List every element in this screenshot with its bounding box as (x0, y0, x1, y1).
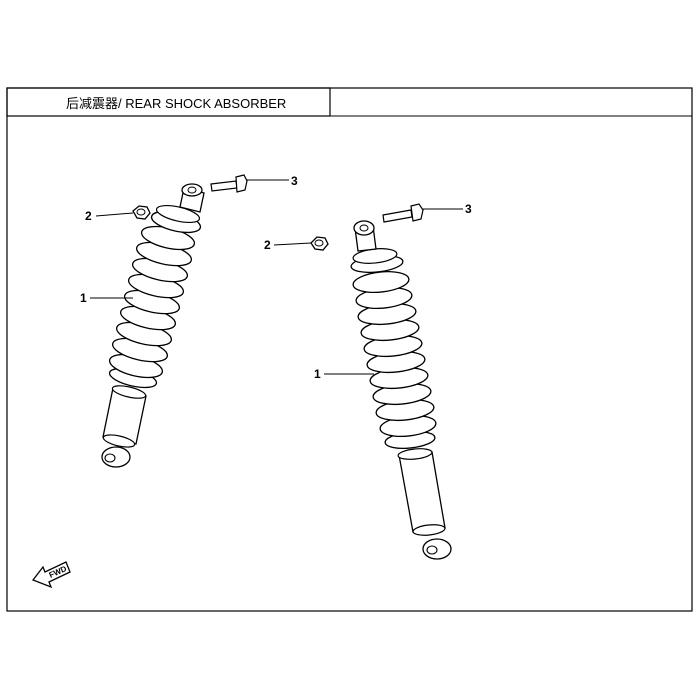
left-nut[interactable] (132, 205, 151, 220)
callout-left-nut: 2 (85, 209, 92, 223)
callout-left-bolt: 3 (291, 174, 298, 188)
left-shock-absorber[interactable] (101, 183, 205, 468)
diagram-title: 后减震器/ REAR SHOCK ABSORBER (66, 96, 286, 111)
left-bolt[interactable] (210, 174, 248, 193)
diagram-border (6, 87, 693, 612)
callout-right-shock: 1 (314, 367, 321, 381)
right-nut[interactable] (310, 236, 329, 251)
fwd-arrow-icon: FWD (31, 561, 71, 589)
right-shock-absorber[interactable] (350, 220, 452, 560)
callout-right-bolt: 3 (465, 202, 472, 216)
right-bolt[interactable] (382, 203, 424, 223)
callout-leaders (90, 179, 463, 375)
callout-left-shock: 1 (80, 291, 87, 305)
callout-right-nut: 2 (264, 238, 271, 252)
